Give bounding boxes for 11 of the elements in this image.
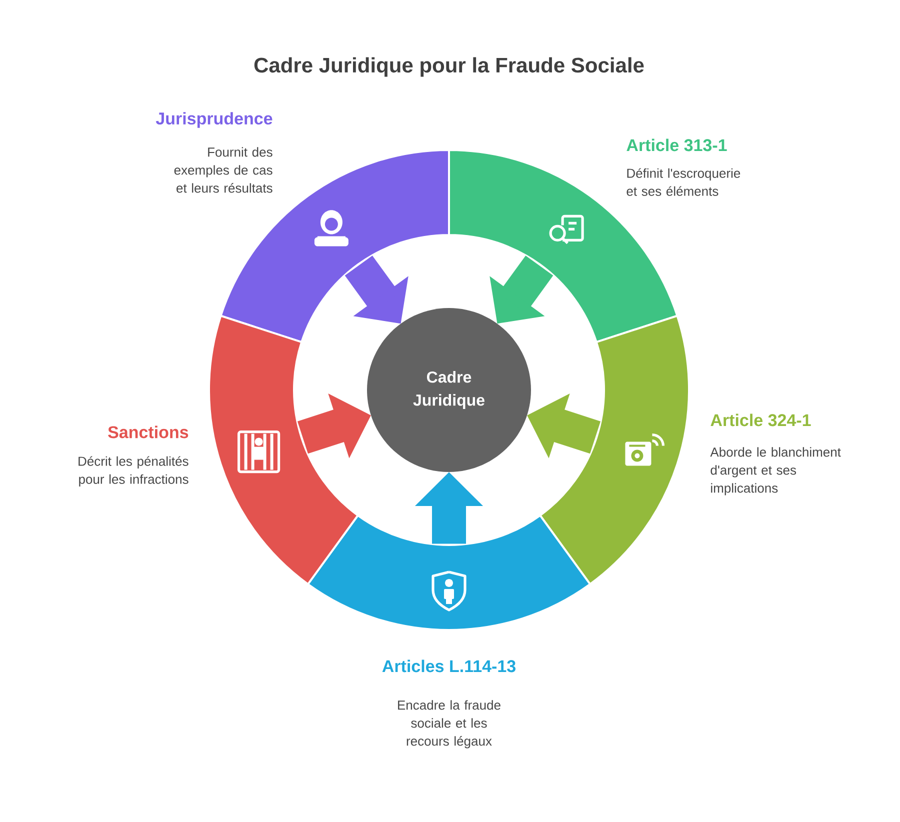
segment-description: Encadre la fraude sociale et les recours légaux	[398, 700, 500, 748]
segment-heading: Articles L.114-13	[382, 660, 516, 672]
segment-heading: Jurisprudence	[156, 112, 272, 128]
segment-heading: Article 324-1	[710, 414, 811, 426]
segment-heading: Article 313-1	[626, 138, 727, 152]
segment-description: Aborde le blanchiment d'argent et ses implications	[710, 447, 841, 496]
segment-description: Décrit les pénalités pour les infractions	[78, 456, 188, 486]
segment-description: Fournit des exemples de cas et leurs résultats	[174, 147, 272, 193]
segment-description: Définit l'escroquerie et ses éléments	[626, 168, 740, 196]
title: Cadre Juridique pour la Fraude Sociale	[254, 57, 644, 77]
segment-heading: Sanctions	[108, 426, 188, 438]
